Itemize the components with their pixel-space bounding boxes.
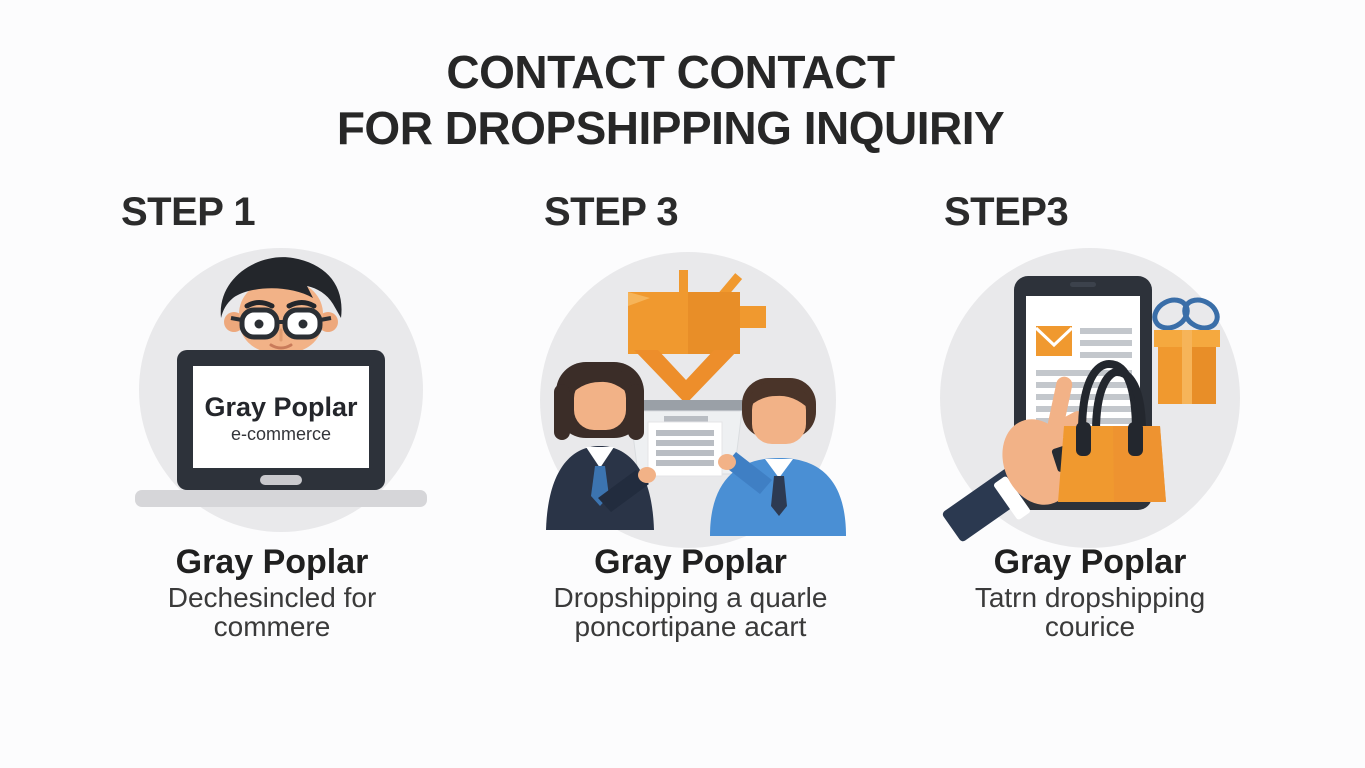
- eye-right: [298, 319, 308, 329]
- bag-handle-back: [1078, 359, 1140, 433]
- laptop-trackpad: [260, 475, 302, 485]
- step-3-caption-line-1: Tatrn dropshipping: [974, 582, 1206, 613]
- man-arm: [724, 452, 772, 494]
- title-line-2: FOR DROPSHIPPING INQUIRIY: [336, 102, 1005, 154]
- hair: [220, 257, 342, 318]
- step-1-caption: Gray Poplar Dechesincled for commere: [112, 541, 432, 641]
- woman-hand: [638, 467, 656, 483]
- step-2-caption-line-2: poncortipane acart: [574, 611, 807, 642]
- mouth: [269, 343, 293, 350]
- eye-left: [254, 319, 264, 329]
- eyebrow-left: [244, 300, 275, 309]
- man-shirt: [765, 459, 793, 478]
- man-hand: [718, 454, 736, 470]
- woman-arm: [598, 470, 649, 512]
- woman-bangs: [566, 364, 636, 402]
- step-1-caption-line-2: commere: [213, 611, 331, 642]
- page-title: CONTACT CONTACT FOR DROPSHIPPING INQUIRI…: [0, 44, 1341, 156]
- step-1-caption-title: Gray Poplar: [175, 543, 369, 581]
- bag-grip-left: [1076, 422, 1091, 456]
- package-arrow-icon: [628, 270, 766, 404]
- step-3-caption-title: Gray Poplar: [993, 543, 1187, 581]
- step-2-illustration: [540, 252, 846, 548]
- shopping-bag-icon: [1058, 359, 1166, 502]
- shelf-bar: [622, 400, 750, 411]
- down-arrow-icon: [634, 350, 738, 404]
- woman-hair-side-left: [554, 384, 570, 440]
- man-fringe: [744, 380, 814, 414]
- businessman-illustration: [710, 378, 846, 536]
- laptop-screen-subtitle: e-commerce: [231, 424, 331, 444]
- glasses-icon: [230, 307, 332, 340]
- step-3-illustration: [940, 248, 1240, 548]
- title-line-1: CONTACT CONTACT: [446, 46, 895, 98]
- shirt-cuff: [994, 476, 1030, 520]
- laptop-icon: Gray Poplar e-commerce: [135, 350, 427, 507]
- businesswoman-illustration: [546, 362, 656, 530]
- bag-grip-right: [1128, 422, 1143, 456]
- step-3-label: STEP3: [944, 190, 1069, 234]
- bag-handle-front: [1092, 367, 1146, 433]
- step-2-caption: Gray Poplar Dropshipping a quarle poncor…: [518, 541, 863, 641]
- woman-shirt: [586, 447, 614, 468]
- man-tie: [771, 476, 787, 516]
- woman-hair-side-right: [628, 384, 644, 440]
- step-1-label: STEP 1: [121, 190, 256, 234]
- woman-face: [574, 378, 626, 430]
- step-3-caption-line-2: courice: [1044, 611, 1136, 642]
- laptop-base: [135, 490, 427, 507]
- step-1-illustration: Gray Poplar e-commerce: [135, 248, 427, 532]
- laptop-screen: [193, 366, 369, 468]
- document-icon: [647, 416, 723, 477]
- step-2-label: STEP 3: [544, 190, 679, 234]
- laptop-screen-title: Gray Poplar: [204, 392, 358, 422]
- step-3-caption: Gray Poplar Tatrn dropshipping courice: [916, 541, 1264, 641]
- gift-icon: [1152, 297, 1220, 404]
- step-2-caption-title: Gray Poplar: [594, 543, 787, 581]
- step-1-caption-line-1: Dechesincled for: [167, 582, 377, 613]
- bag-body-shade: [1113, 426, 1166, 502]
- eyebrow-right: [286, 300, 317, 309]
- email-icon: [1034, 326, 1074, 356]
- tablet-speaker: [1070, 282, 1096, 287]
- man-face: [752, 390, 806, 444]
- step-2-caption-line-1: Dropshipping a quarle: [553, 582, 828, 613]
